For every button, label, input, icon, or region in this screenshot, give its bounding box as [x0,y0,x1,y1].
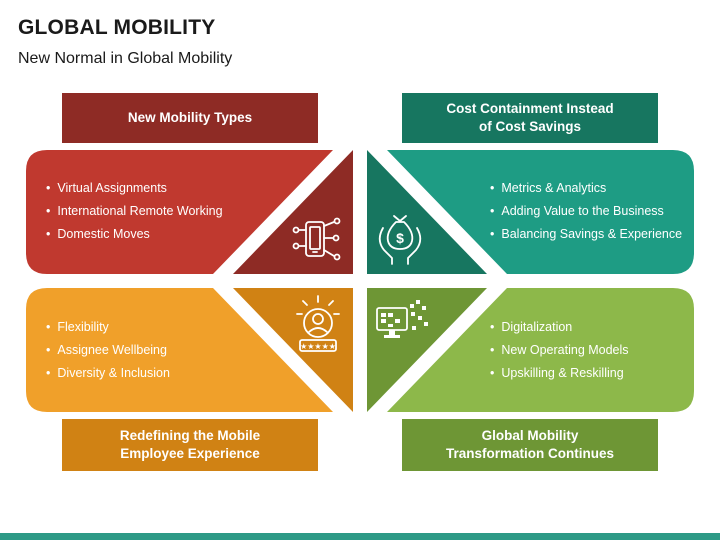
list-item: Domestic Moves [46,223,223,246]
bottom-left-label: Redefining the Mobile Employee Experienc… [62,419,318,471]
list-item: International Remote Working [46,200,222,223]
bottom-right-label: Global Mobility Transformation Continues [402,419,658,471]
bottom-left-label-line1: Redefining the Mobile [119,428,261,443]
top-left-triangle [233,150,353,274]
footer-bar [0,533,720,540]
list-item: Balancing Savings & Experience [490,223,682,246]
top-right-bullet-list: Metrics & Analytics Adding Value to the … [490,177,682,246]
list-item: Digitalization [490,316,629,339]
list-item: Upskilling & Reskilling [490,362,629,385]
bottom-left-bullet-list: Flexibility Assignee Wellbeing Diversity… [46,316,170,385]
bottom-left-label-line2: Employee Experience [120,446,260,461]
page-title: GLOBAL MOBILITY [18,16,216,39]
top-left-bullet-list: Virtual Assignments International Remote… [46,177,223,246]
money-bag-hands-icon: $ [378,215,422,265]
list-item: Flexibility [46,316,170,339]
top-right-label-line2: of Cost Savings [478,119,581,134]
employee-rating-icon: ★★★★★ [296,295,340,352]
bottom-right-label-line2: Transformation Continues [445,446,614,461]
svg-text:$: $ [396,230,404,246]
top-left-label: New Mobility Types [62,93,318,143]
top-right-label: Cost Containment Instead of Cost Savings [402,93,658,143]
top-right-triangle [367,150,487,274]
list-item: New Operating Models [490,339,628,362]
mobile-network-icon [292,217,341,261]
list-item: Assignee Wellbeing [46,339,170,362]
list-item: Metrics & Analytics [490,177,682,200]
page-subtitle: New Normal in Global Mobility [18,50,233,67]
digital-monitor-icon [376,300,428,338]
bottom-right-label-line1: Global Mobility [481,428,579,443]
list-item: Adding Value to the Business [490,200,682,223]
svg-text:★★★★★: ★★★★★ [300,342,336,351]
list-item: Diversity & Inclusion [46,362,170,385]
bottom-right-bullet-list: Digitalization New Operating Models Upsk… [490,316,629,385]
list-item: Virtual Assignments [46,177,223,200]
top-right-label-line1: Cost Containment Instead [446,101,614,116]
top-left-label-line1: New Mobility Types [127,110,253,125]
